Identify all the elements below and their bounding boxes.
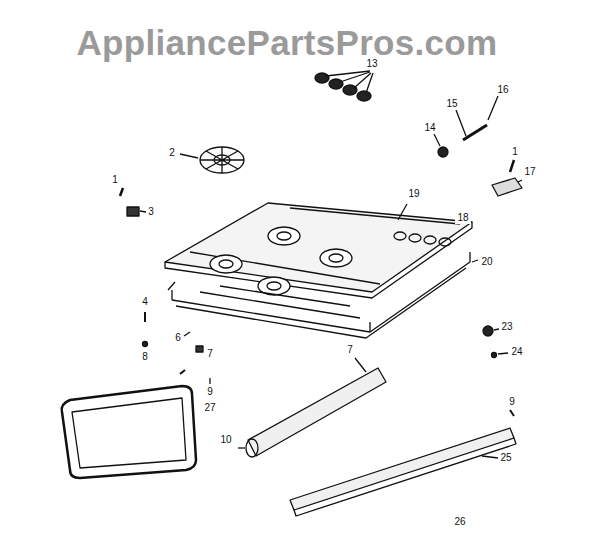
callout-number: 2 <box>167 147 177 159</box>
cooktop-panel <box>165 203 472 298</box>
knob-set <box>315 71 373 101</box>
callout-number: 19 <box>406 188 421 200</box>
callout-number: 18 <box>455 212 470 224</box>
callout-number: 10 <box>218 434 233 446</box>
callout-number: 4 <box>140 296 150 308</box>
callout-number: 7 <box>205 348 215 360</box>
callout-number: 9 <box>507 396 517 408</box>
callout-number: 1 <box>110 174 120 186</box>
callout-number: 14 <box>422 122 437 134</box>
callout-number: 15 <box>444 98 459 110</box>
burner-box <box>168 252 478 338</box>
callout-number: 26 <box>452 516 467 528</box>
watermark: AppliancePartsPros.com <box>77 25 498 60</box>
manifold-tube <box>238 358 386 457</box>
callout-number: 25 <box>498 452 513 464</box>
callout-number: 27 <box>202 402 217 414</box>
callout-number: 20 <box>479 256 494 268</box>
gasket-frame <box>62 386 196 478</box>
callout-number: 1 <box>510 146 520 158</box>
callout-number: 7 <box>345 344 355 356</box>
callout-number: 23 <box>499 321 514 333</box>
callout-number: 8 <box>140 351 150 363</box>
callout-number: 9 <box>205 386 215 398</box>
fastener-parts <box>143 312 211 384</box>
callout-number: 6 <box>173 332 183 344</box>
callout-number: 13 <box>364 58 379 70</box>
callout-number: 16 <box>495 84 510 96</box>
callout-number: 24 <box>509 346 524 358</box>
front-trim-bar <box>290 428 516 516</box>
callout-number: 17 <box>522 166 537 178</box>
burner-grate <box>180 147 244 173</box>
callout-number: 3 <box>146 206 156 218</box>
